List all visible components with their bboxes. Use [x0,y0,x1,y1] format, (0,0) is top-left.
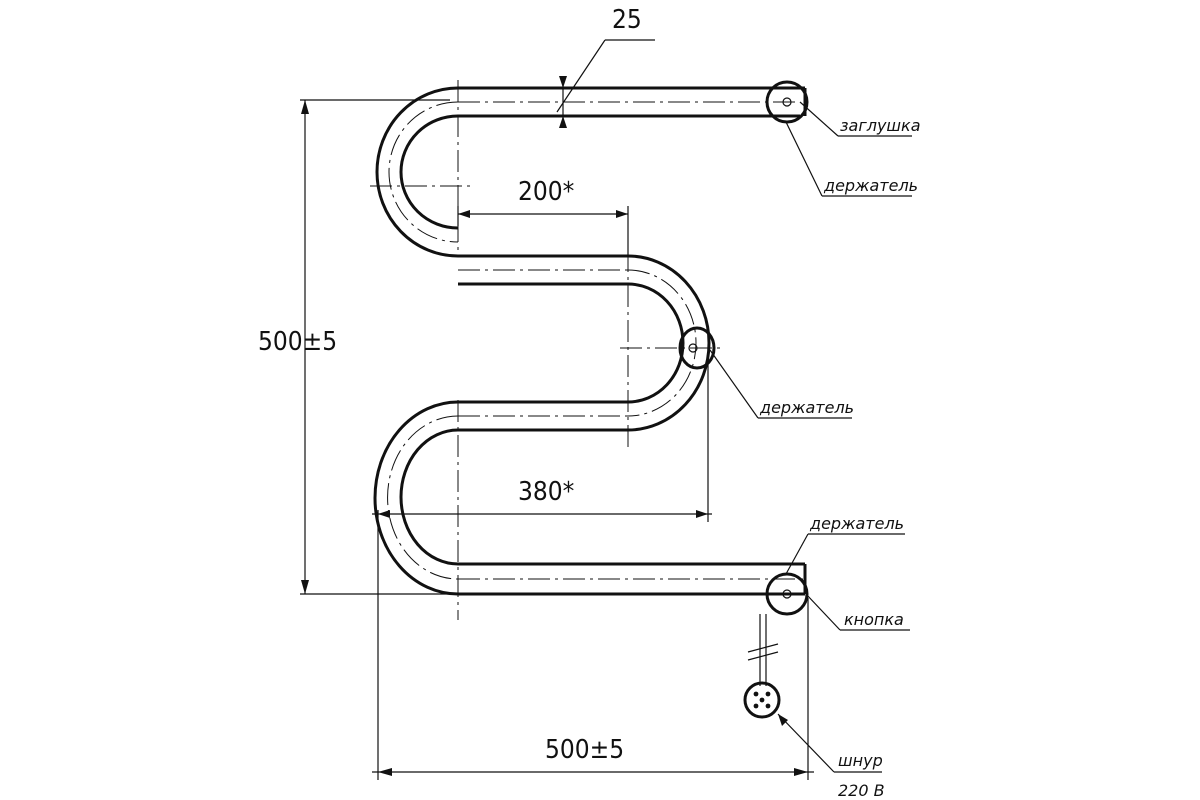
plug-label: заглушка [840,116,921,135]
height-dimension-label: 500±5 [258,327,337,357]
dimension-pipe-diameter: 25 [556,5,655,128]
outer-width-label: 380* [518,477,574,507]
dimension-height: 500±5 [258,100,337,594]
callout-holder-bottom: держатель [785,514,905,575]
pipe-outline [373,86,807,596]
extension-lines [300,99,809,780]
inner-width-label: 200* [518,177,574,207]
dimension-outer-width: 380* [372,477,712,518]
callout-button: кнопка [805,593,910,631]
callout-cord: шнур 220 В [777,713,885,800]
pipe-diameter-label: 25 [612,5,642,35]
power-cord [743,614,781,719]
holder-middle [678,326,716,370]
holder-bottom [765,572,809,616]
cord-label: шнур [838,751,883,770]
holder-top [765,80,809,124]
holder-bottom-label: держатель [809,514,904,533]
holder-middle-label: держатель [759,398,854,417]
voltage-label: 220 В [838,781,885,800]
button-label: кнопка [844,610,904,629]
callout-holder-top: держатель [785,121,918,197]
callout-holder-middle: держатель [709,349,854,419]
center-lines [370,80,805,620]
dimension-inner-width: 200* [458,177,628,218]
dimension-total-width: 500±5 [372,735,814,776]
total-width-label: 500±5 [545,735,624,765]
holder-top-label: держатель [823,176,918,195]
callout-plug: заглушка [799,101,921,137]
